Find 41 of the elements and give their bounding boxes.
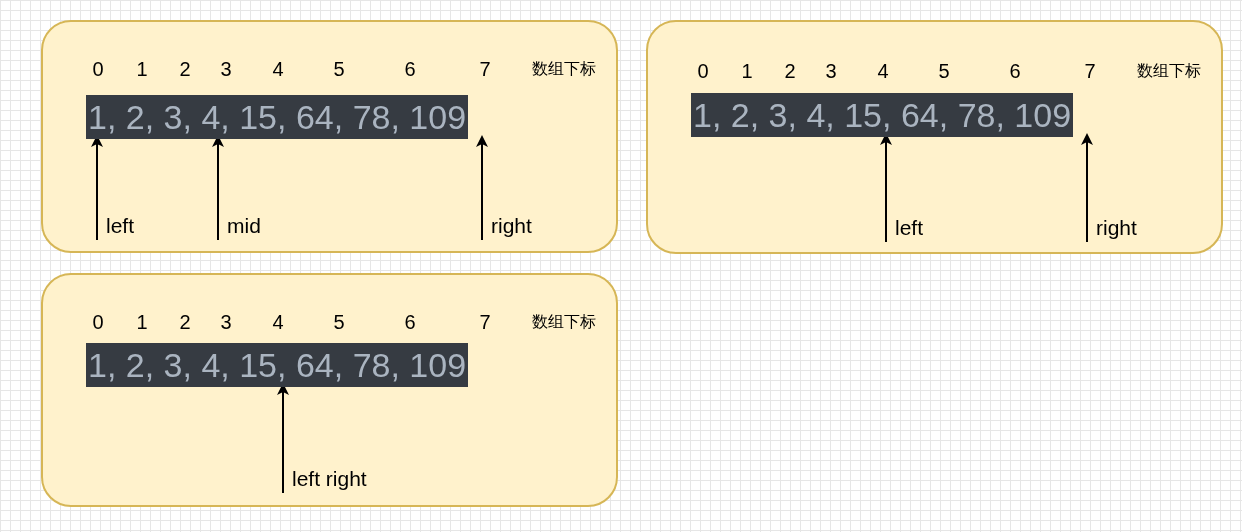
edge-label: right [491,214,532,238]
array-bar: 1, 2, 3, 4, 15, 64, 78, 109 [691,93,1074,137]
edge-label: right [1096,216,1137,240]
index-number: 1 [136,310,148,334]
index-number: 5 [938,59,950,83]
index-number: 7 [479,310,491,334]
index-number: 7 [1084,59,1096,83]
index-number: 0 [92,310,104,334]
index-number: 3 [220,310,232,334]
index-caption: 数组下标 [1137,60,1201,81]
index-number: 2 [179,310,191,334]
index-number: 0 [697,59,709,83]
arrow [476,135,488,241]
edge-label: left [106,214,134,238]
index-number: 3 [220,57,232,81]
arrow [1081,133,1093,243]
index-number: 6 [404,57,416,81]
index-number: 3 [825,59,837,83]
rounded-panel [41,20,618,253]
index-number: 2 [784,59,796,83]
index-caption: 数组下标 [532,58,596,79]
index-number: 1 [136,57,148,81]
edge-label: left right [292,467,367,491]
array-bar: 1, 2, 3, 4, 15, 64, 78, 109 [86,95,469,139]
index-number: 4 [272,310,284,334]
index-number: 1 [741,59,753,83]
index-number: 5 [333,57,345,81]
index-caption: 数组下标 [532,311,596,332]
rounded-panel [646,20,1223,254]
index-number: 0 [92,57,104,81]
edge-label: left [895,216,923,240]
index-number: 6 [1009,59,1021,83]
index-number: 4 [877,59,889,83]
index-number: 5 [333,310,345,334]
rounded-panel [41,273,618,507]
index-number: 6 [404,310,416,334]
index-number: 2 [179,57,191,81]
index-number: 4 [272,57,284,81]
array-bar: 1, 2, 3, 4, 15, 64, 78, 109 [86,343,469,387]
edge-label: mid [227,214,261,238]
index-number: 7 [479,57,491,81]
